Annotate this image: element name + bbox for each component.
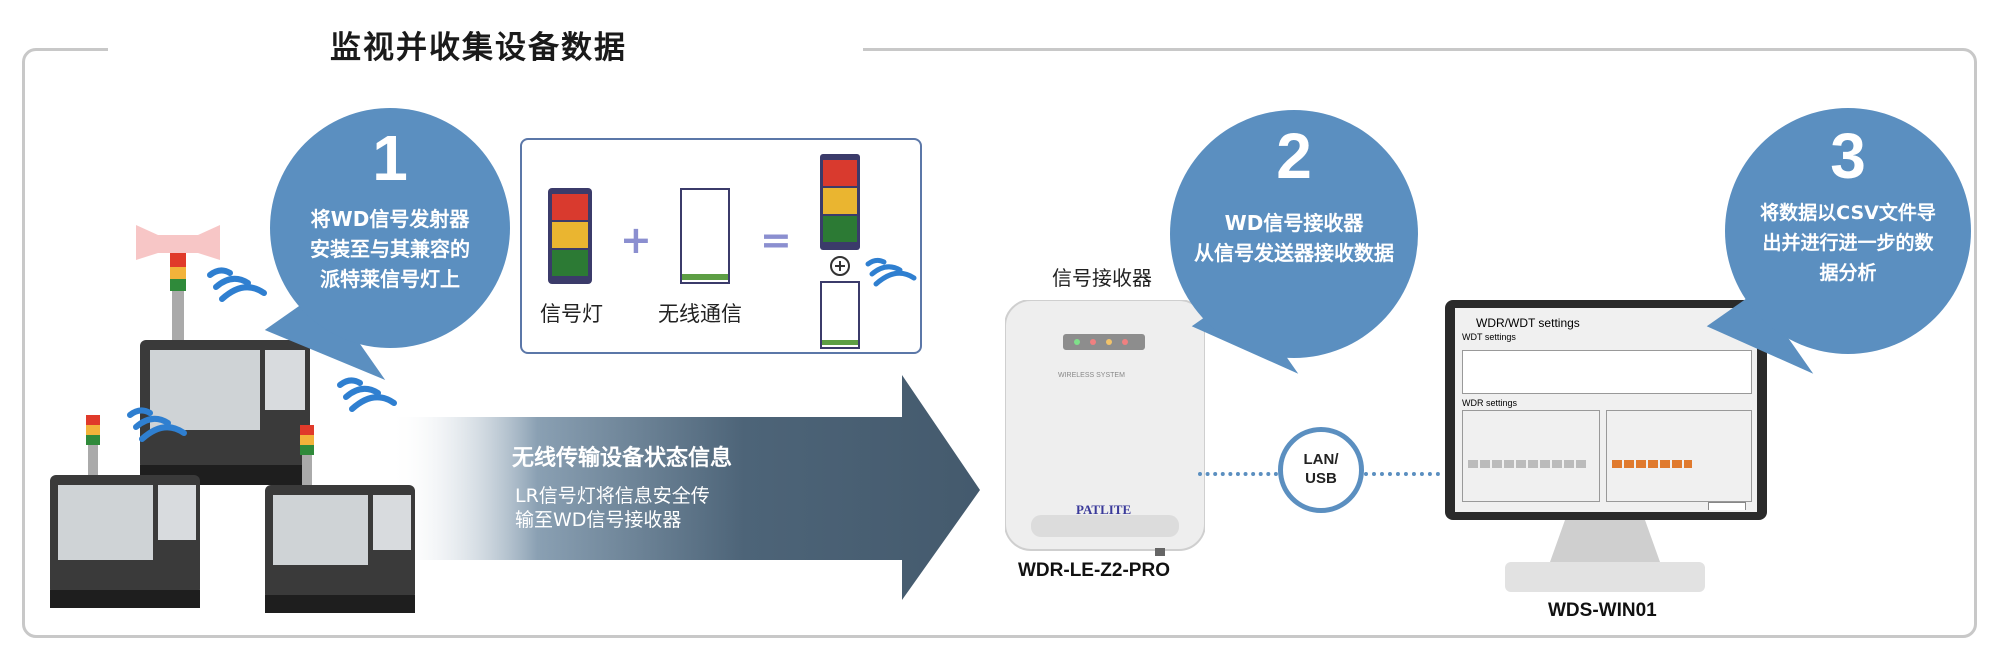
step-2-text: WD信号接收器 从信号发送器接收数据 (1194, 211, 1394, 265)
receiver-device (1005, 300, 1205, 556)
machines-illustration (50, 225, 415, 613)
channel-row-2 (1612, 460, 1692, 468)
channel-row-1 (1468, 460, 1588, 468)
signal-light-label: 信号灯 (540, 302, 603, 326)
step-2-number: 2 (1276, 120, 1312, 192)
arrow-heading: 无线传输设备状态信息 (512, 446, 733, 471)
receiver-caption: 信号接收器 (1052, 266, 1152, 290)
wireless-unit-icon (680, 188, 730, 284)
wireless-waves (127, 267, 397, 442)
wdr-change-panel (1606, 410, 1752, 502)
step-3-number: 3 (1830, 120, 1866, 192)
machine-3 (265, 425, 415, 613)
wdr-section-title: WDR settings (1462, 398, 1518, 408)
wdt-section-title: WDT settings (1462, 332, 1516, 342)
inset-panel: 信号灯 + 无线通信 = (520, 138, 922, 354)
machine-2 (50, 415, 200, 608)
connection-dots-right (1364, 472, 1440, 476)
step-3-bubble: 3 将数据以CSV文件导 出并进行进一步的数 据分析 (1725, 108, 1971, 354)
page-title: 监视并收集设备数据 (330, 30, 627, 66)
connection-dots-left (1198, 472, 1278, 476)
step-1-text: 将WD信号发射器 安装至与其兼容的 派特莱信号灯上 (310, 207, 470, 291)
receiver-model: WDR-LE-Z2-PRO (1018, 560, 1170, 581)
window-title: WDR/WDT settings (1476, 316, 1580, 330)
step-3-text: 将数据以CSV文件导 出并进行进一步的数 据分析 (1760, 202, 1936, 284)
step-2-bubble: 2 WD信号接收器 从信号发送器接收数据 (1170, 110, 1418, 358)
wdr-info-panel (1462, 410, 1600, 502)
signal-light-icon (548, 188, 592, 284)
plus-sign: + (620, 218, 652, 262)
close-button[interactable] (1708, 502, 1746, 510)
combined-unit-icon (820, 154, 917, 349)
step-1-number: 1 (372, 122, 408, 194)
title-gap (108, 30, 863, 70)
lan-usb-label: LAN/ USB (1303, 451, 1339, 487)
wireless-label: 无线通信 (658, 302, 742, 326)
lan-usb-badge: LAN/ USB (1278, 427, 1364, 513)
receiver-device-text: WIRELESS SYSTEM (1058, 372, 1125, 379)
diagram-frame (22, 48, 1977, 638)
wdt-table (1462, 350, 1752, 394)
transmission-arrow (390, 375, 980, 600)
receiver-brand: PATLITE (1076, 502, 1132, 517)
arrow-body: LR信号灯将信息安全传 输至WD信号接收器 (515, 485, 710, 531)
settings-window: WDR/WDT settings WDT settings WDR settin… (1458, 310, 1754, 510)
step-1-bubble: 1 将WD信号发射器 安装至与其兼容的 派特莱信号灯上 (270, 108, 510, 348)
machine-1 (136, 225, 310, 485)
equals-sign: = (760, 218, 792, 262)
monitor-model: WDS-WIN01 (1548, 600, 1657, 621)
